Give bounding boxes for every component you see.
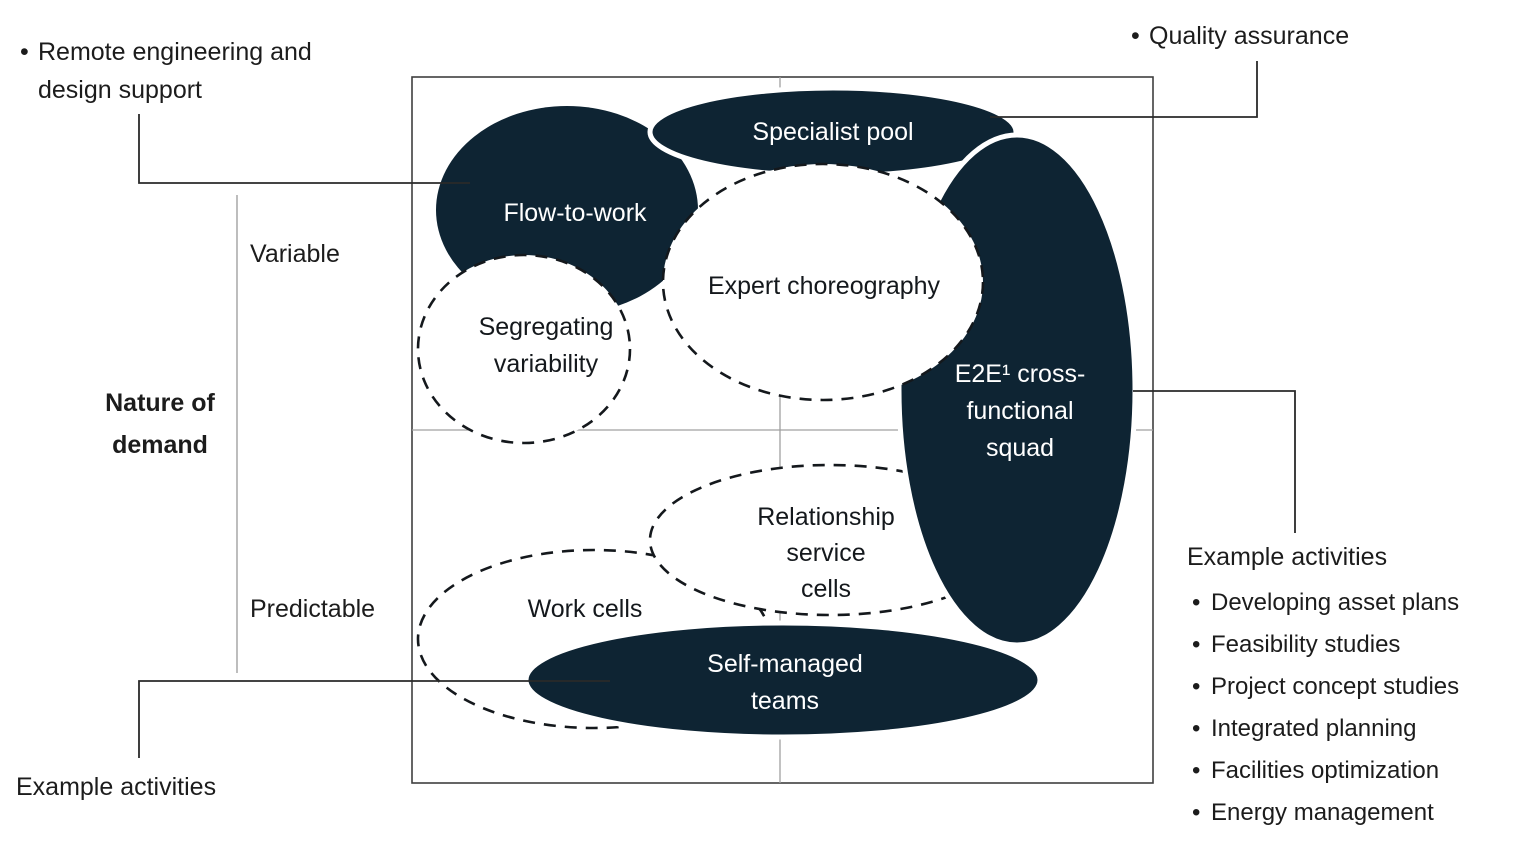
axis-title-line2: demand [112,431,208,459]
list-item: • Integrated planning [1187,708,1459,750]
list-item: • Facilities optimization [1187,750,1459,792]
example-activities-panel-title: Example activities [1187,543,1388,571]
e2e-squad-label-line2: functional [966,397,1073,425]
expert-choreography-ellipse [661,162,985,402]
self-managed-teams-label-line1: Self-managed [707,650,863,678]
example-activities-panel: Example activities • Developing asset pl… [1187,542,1459,834]
segregating-variability-ellipse [416,253,632,445]
bullet-glyph: • [1192,799,1201,826]
remote-engineering-connector-line [138,114,470,184]
list-item-text: Integrated planning [1211,715,1417,742]
bullet-glyph: • [20,38,29,66]
relationship-service-cells-label-line2: service [786,539,865,567]
bullet-glyph: • [1192,631,1201,658]
axis-title-nature-of-demand: Nature of demand [70,382,250,466]
remote-engineering-text: Remote engineering and design support [38,33,312,109]
expert-choreography-label: Expert choreography [708,272,941,300]
axis-label-predictable: Predictable [250,595,376,623]
example-activities-right-connector-line [1133,390,1296,533]
list-item: • Feasibility studies [1187,624,1459,666]
example-activities-bottom-connector-line [138,680,610,758]
list-item-text: Developing asset plans [1211,589,1460,616]
list-item: • Energy management [1187,792,1459,834]
example-activities-bottom-label: Example activities [16,773,217,801]
quality-assurance-annotation: • Quality assurance [1131,21,1349,51]
bullet-glyph: • [1131,22,1140,50]
work-cells-label: Work cells [528,595,643,623]
remote-engineering-annotation: • Remote engineering and design support [20,33,312,109]
self-managed-teams-label-line2: teams [751,687,819,715]
self-managed-teams-ellipse [523,620,1043,740]
specialist-pool-label: Specialist pool [752,118,913,146]
list-item: • Developing asset plans [1187,582,1459,624]
bullet-glyph: • [1192,589,1201,616]
list-item: • Project concept studies [1187,666,1459,708]
axis-label-variable: Variable [250,240,340,268]
quality-assurance-connector-line [990,61,1258,118]
quality-assurance-text: Quality assurance [1149,22,1350,50]
list-item-text: Facilities optimization [1211,757,1440,784]
flow-to-work-label: Flow-to-work [503,199,647,227]
bullet-glyph: • [1192,715,1201,742]
relationship-service-cells-label-line3: cells [801,575,851,603]
segregating-variability-label-line2: variability [494,350,599,378]
list-item-text: Feasibility studies [1211,631,1401,658]
e2e-squad-label-line3: squad [986,434,1054,462]
bullet-glyph: • [1192,757,1201,784]
remote-engineering-line1: Remote engineering and [38,38,312,66]
bullet-glyph: • [1192,673,1201,700]
axis-title-line1: Nature of [105,389,215,417]
segregating-variability-label-line1: Segregating [479,313,614,341]
list-item-text: Energy management [1211,799,1434,826]
relationship-service-cells-label-line1: Relationship [757,503,895,531]
list-item-text: Project concept studies [1211,673,1460,700]
e2e-squad-label-line1: E2E¹ cross- [955,360,1086,388]
remote-engineering-line2: design support [38,76,203,104]
